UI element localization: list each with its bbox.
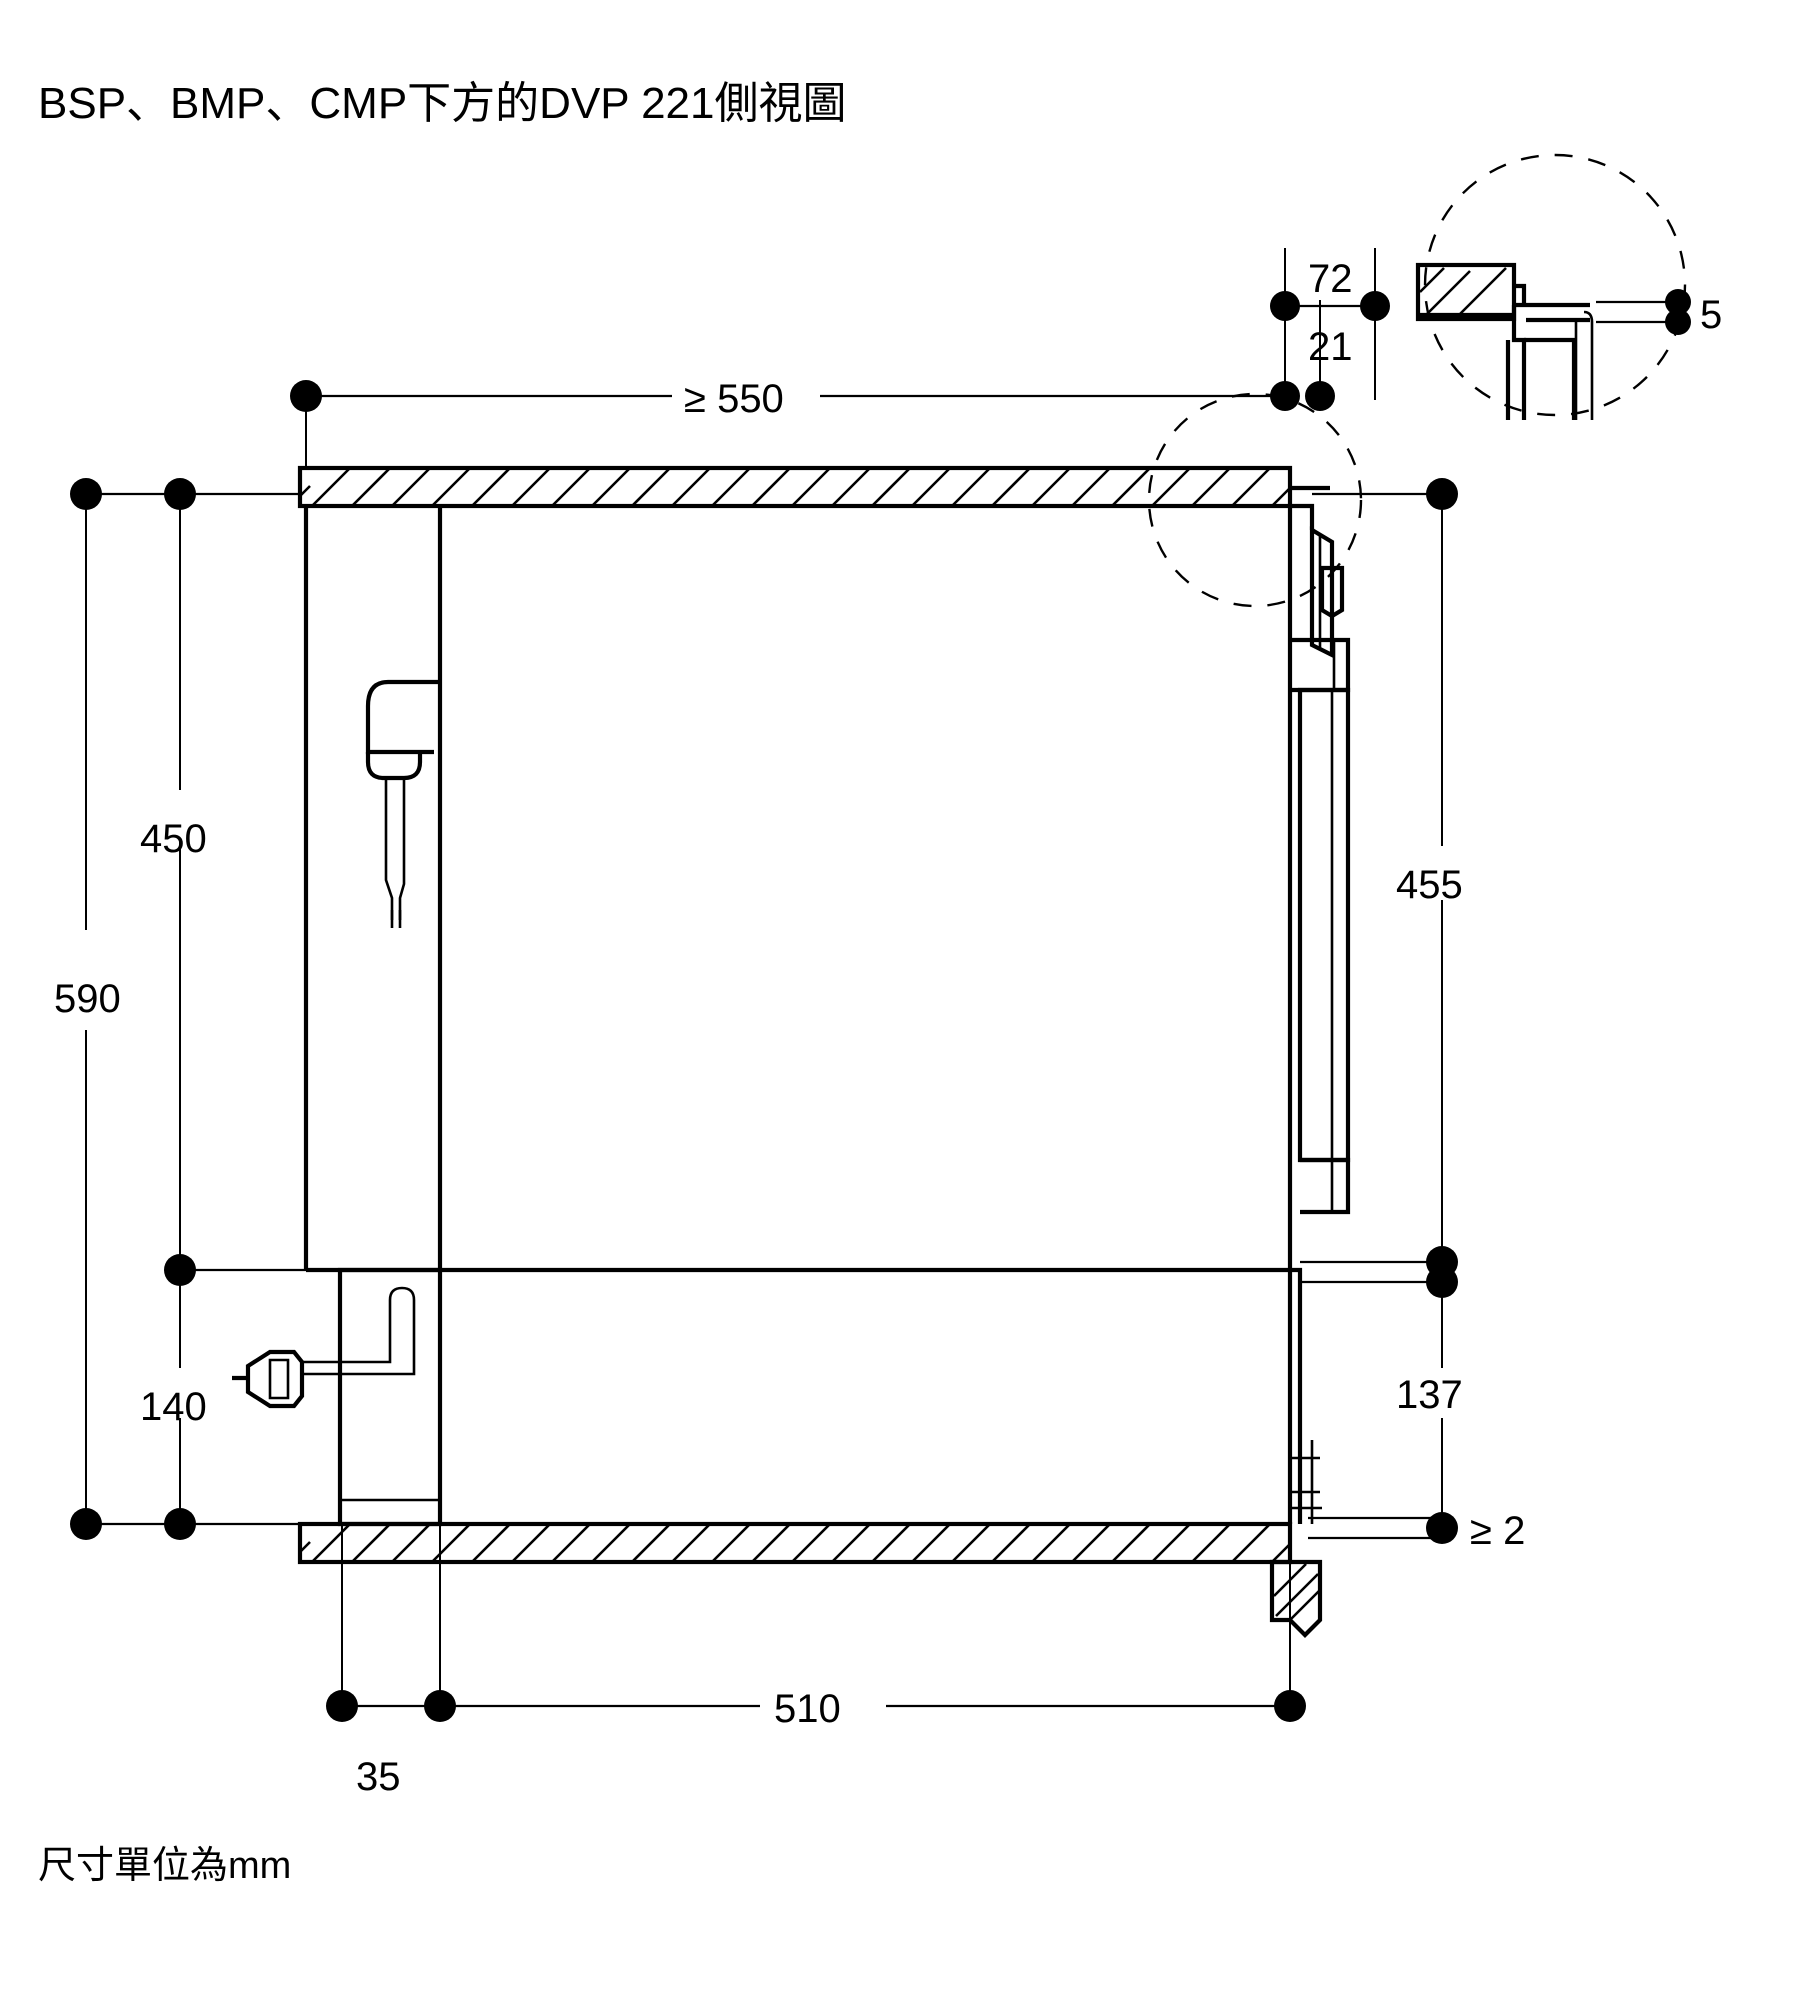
door-handle xyxy=(365,679,440,928)
dim-dot xyxy=(326,1690,358,1722)
dimension-group-bottom: 510 35 xyxy=(326,1500,1306,1799)
dimension-510: 510 xyxy=(774,1687,841,1731)
page-title: BSP、BMP、CMP下方的DVP 221側視圖 xyxy=(38,79,846,128)
dimension-137: 137 xyxy=(1396,1373,1463,1417)
cabinet-top-panel xyxy=(297,465,1293,509)
front-panel-assembly xyxy=(1290,485,1351,1524)
appliance-body xyxy=(303,506,1293,1527)
dimension-455: 455 xyxy=(1396,863,1463,907)
dim-dot xyxy=(1426,1512,1458,1544)
dimension-group-right: 455 137 ≥ 2 xyxy=(1300,478,1525,1553)
dim-dot xyxy=(1360,291,1390,321)
dim-dot xyxy=(1270,291,1300,321)
dimension-ge2: ≥ 2 xyxy=(1470,1509,1525,1553)
detail-enlarged-view: 5 xyxy=(1415,153,1722,420)
dimension-5: 5 xyxy=(1700,293,1722,337)
detail-callout-circle-main xyxy=(1147,392,1363,608)
dim-dot xyxy=(1274,1690,1306,1722)
dimension-group-left: 590 450 140 xyxy=(54,478,340,1540)
dim-dot xyxy=(1665,289,1691,315)
dimension-group-top-right: 72 21 xyxy=(1270,248,1390,411)
dimension-35: 35 xyxy=(356,1755,401,1799)
dim-dot xyxy=(424,1690,456,1722)
dim-dot xyxy=(1665,309,1691,335)
dimension-140: 140 xyxy=(140,1385,207,1429)
cabinet-bottom-panel xyxy=(297,1521,1323,1638)
dim-dot xyxy=(290,380,322,412)
power-plug-and-cable xyxy=(232,1286,416,1409)
dim-dot xyxy=(1305,381,1335,411)
dimension-21: 21 xyxy=(1308,325,1353,369)
units-caption: 尺寸單位為mm xyxy=(38,1845,291,1887)
dimension-550: ≥ 550 xyxy=(684,377,784,421)
dimension-450: 450 xyxy=(140,817,207,861)
dimension-group-550: ≥ 550 xyxy=(290,377,1285,470)
dimension-72: 72 xyxy=(1308,257,1353,301)
dimension-590: 590 xyxy=(54,977,121,1021)
